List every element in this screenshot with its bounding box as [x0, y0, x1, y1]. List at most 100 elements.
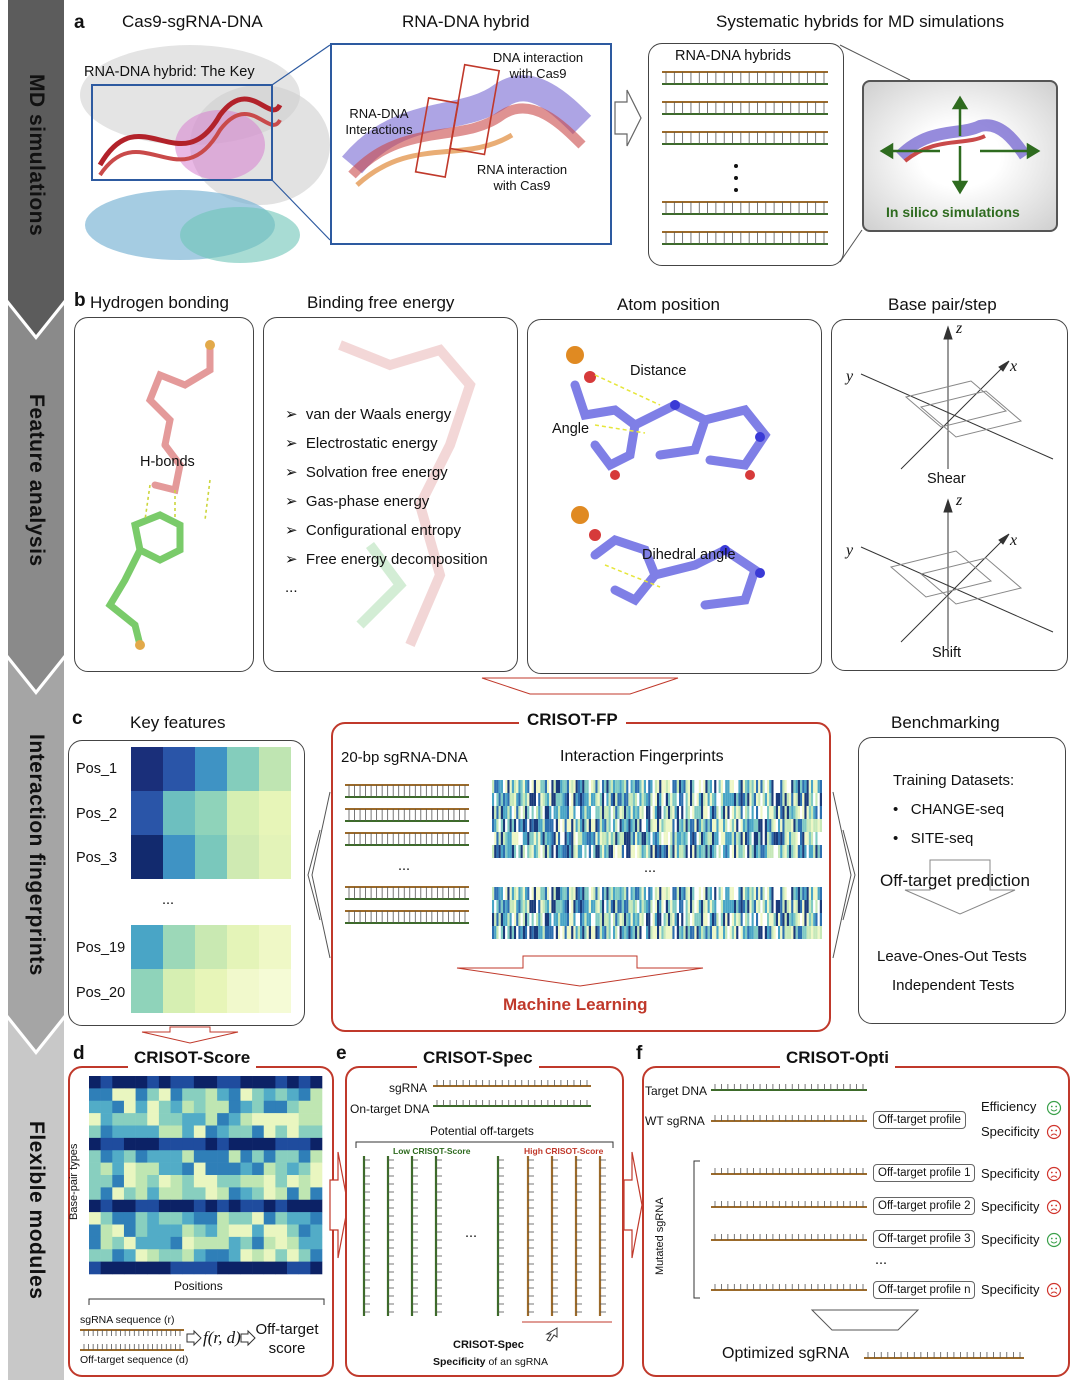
hbond-molecule-image	[105, 340, 215, 650]
panel-a-letter: a	[74, 12, 85, 33]
panel-b-title-hbond: Hydrogen bonding	[90, 293, 229, 312]
pos-label: Pos_1	[76, 761, 118, 777]
fingerprint-barcode-top	[492, 780, 822, 858]
sad-face-icon	[1046, 1166, 1062, 1182]
shift-label: Shift	[932, 645, 962, 661]
specificity-label: Specificity	[981, 1232, 1040, 1247]
axis-y-bottom: y	[846, 542, 854, 559]
benchmarking-title: Benchmarking	[891, 713, 1000, 732]
dataset-item: • CHANGE-seq	[893, 801, 1005, 818]
rna-interaction-label: RNA interaction with Cas9	[476, 162, 568, 193]
opti-sequences	[711, 1084, 867, 1291]
score-arrow-1	[186, 1329, 202, 1347]
wt-sgrna-label: WT sgRNA	[645, 1114, 705, 1128]
panel-a-title-cas9: Cas9-sgRNA-DNA	[122, 12, 263, 31]
shear-label: Shear	[927, 471, 966, 487]
hbond-box	[74, 317, 254, 672]
section-flexible-modules: Flexible modules	[25, 1120, 48, 1300]
offtarget-profile-3: Off-target profile 3	[873, 1230, 976, 1248]
rna-dna-interactions-label: RNA-DNA Interactions	[345, 106, 413, 137]
dataset-item: • SITE-seq	[893, 830, 974, 847]
hbonds-label: H-bonds	[140, 454, 195, 470]
fingerprints-label: Interaction Fingerprints	[560, 748, 724, 765]
panel-e-letter: e	[336, 1043, 347, 1064]
sgrna-seq-label: sgRNA sequence (r)	[80, 1314, 175, 1326]
section-interaction-fingerprints: Interaction fingerprints	[25, 734, 48, 976]
cursor-arrow-icon	[545, 1327, 558, 1342]
spec-footer-desc: Specificity of an sgRNA	[433, 1356, 548, 1368]
arrow-right-icon	[614, 89, 642, 147]
specificity-label: Specificity	[981, 1124, 1040, 1139]
pos-label: Pos_19	[76, 940, 126, 956]
distance-label: Distance	[630, 363, 687, 379]
in-silico-label: In silico simulations	[886, 204, 1020, 220]
training-label: Training Datasets:	[893, 772, 1015, 789]
optimized-sgrna-sequence	[864, 1352, 1024, 1359]
dna-interaction-label: DNA interaction with Cas9	[492, 50, 584, 81]
score-ylabel: Base-pair types	[68, 1143, 80, 1220]
specificity-label: Specificity	[981, 1199, 1040, 1214]
energy-item: ➢ Free energy decomposition	[285, 551, 488, 568]
fingerprint-barcode-bottom	[492, 887, 822, 939]
opti-dots: ...	[875, 1252, 888, 1268]
hybrids-label: RNA-DNA hybrids	[675, 48, 792, 64]
axis-y-top: y	[846, 368, 854, 385]
section-feature-analysis: Feature analysis	[25, 393, 48, 567]
arrow-right-red-ef	[623, 1151, 643, 1259]
opti-arrow	[810, 1309, 920, 1331]
panel-b-title-atom: Atom position	[617, 295, 720, 314]
sim-connector	[839, 44, 911, 263]
section-md-simulations: MD simulations	[25, 73, 48, 237]
offtarget-profile-n: Off-target profile n	[873, 1281, 976, 1299]
spec-offtarget-strands	[362, 1156, 612, 1323]
pos-dots: ...	[162, 892, 175, 908]
energy-item: ➢ van der Waals energy	[285, 406, 452, 423]
score-function: f(r, d)	[203, 1328, 241, 1347]
atom-box	[527, 319, 822, 674]
panel-b-letter: b	[74, 290, 86, 311]
sad-face-icon	[1046, 1199, 1062, 1215]
score-heatmap	[89, 1076, 323, 1275]
panel-a-title-systematic: Systematic hybrids for MD simulations	[716, 12, 1005, 31]
panel-d-letter: d	[73, 1043, 85, 1064]
spec-bracket	[355, 1141, 614, 1148]
energy-box	[263, 317, 518, 672]
energy-item: ➢ Configurational entropy	[285, 522, 462, 539]
spec-top-sequences	[433, 1080, 591, 1107]
energy-item: ➢ Gas-phase energy	[285, 493, 430, 510]
spec-sgrna-label: sgRNA	[389, 1081, 428, 1095]
bracket-right	[832, 791, 856, 959]
key-features-heatmap	[131, 747, 291, 1013]
efficiency-label: Efficiency	[981, 1099, 1037, 1114]
spec-dots: ...	[465, 1225, 478, 1241]
zoom-box	[330, 43, 612, 245]
hybrid-ladders	[662, 71, 828, 245]
fp-barcode-dots: ...	[644, 860, 657, 876]
axis-x-top: x	[1010, 358, 1018, 375]
potential-offtargets-label: Potential off-targets	[430, 1124, 534, 1138]
energy-faded-molecule	[338, 340, 476, 647]
score-bracket	[88, 1298, 325, 1305]
low-score-label: Low CRISOT-Score	[393, 1146, 471, 1156]
score-sequences	[80, 1329, 184, 1351]
test-label: Leave-Ones-Out Tests	[877, 948, 1027, 965]
ml-arrow	[456, 955, 704, 987]
sad-face-icon	[1046, 1124, 1062, 1140]
mutated-sgrna-label: Mutated sgRNA	[654, 1197, 666, 1275]
spec-ontarget-label: On-target DNA	[350, 1102, 430, 1116]
wt-offtarget-profile: Off-target profile	[873, 1111, 966, 1129]
specificity-label: Specificity	[981, 1166, 1040, 1181]
axis-z-bottom: z	[956, 492, 963, 509]
fp-ladders	[345, 784, 469, 924]
pos-label: Pos_3	[76, 850, 118, 866]
target-dna-label: Target DNA	[645, 1084, 708, 1098]
offtarget-prediction-label: Off-target prediction	[880, 871, 1030, 890]
high-score-label: High CRISOT-Score	[524, 1146, 604, 1156]
happy-face-icon	[1046, 1232, 1062, 1248]
spec-footer-title: CRISOT-Spec	[453, 1339, 524, 1351]
pos-label: Pos_2	[76, 806, 118, 822]
test-label: Independent Tests	[892, 977, 1015, 994]
crisot-spec-title: CRISOT-Spec	[417, 1048, 539, 1068]
arrow-right-red-de	[329, 1151, 349, 1259]
sgrna-dna-label: 20-bp sgRNA-DNA	[341, 749, 468, 766]
